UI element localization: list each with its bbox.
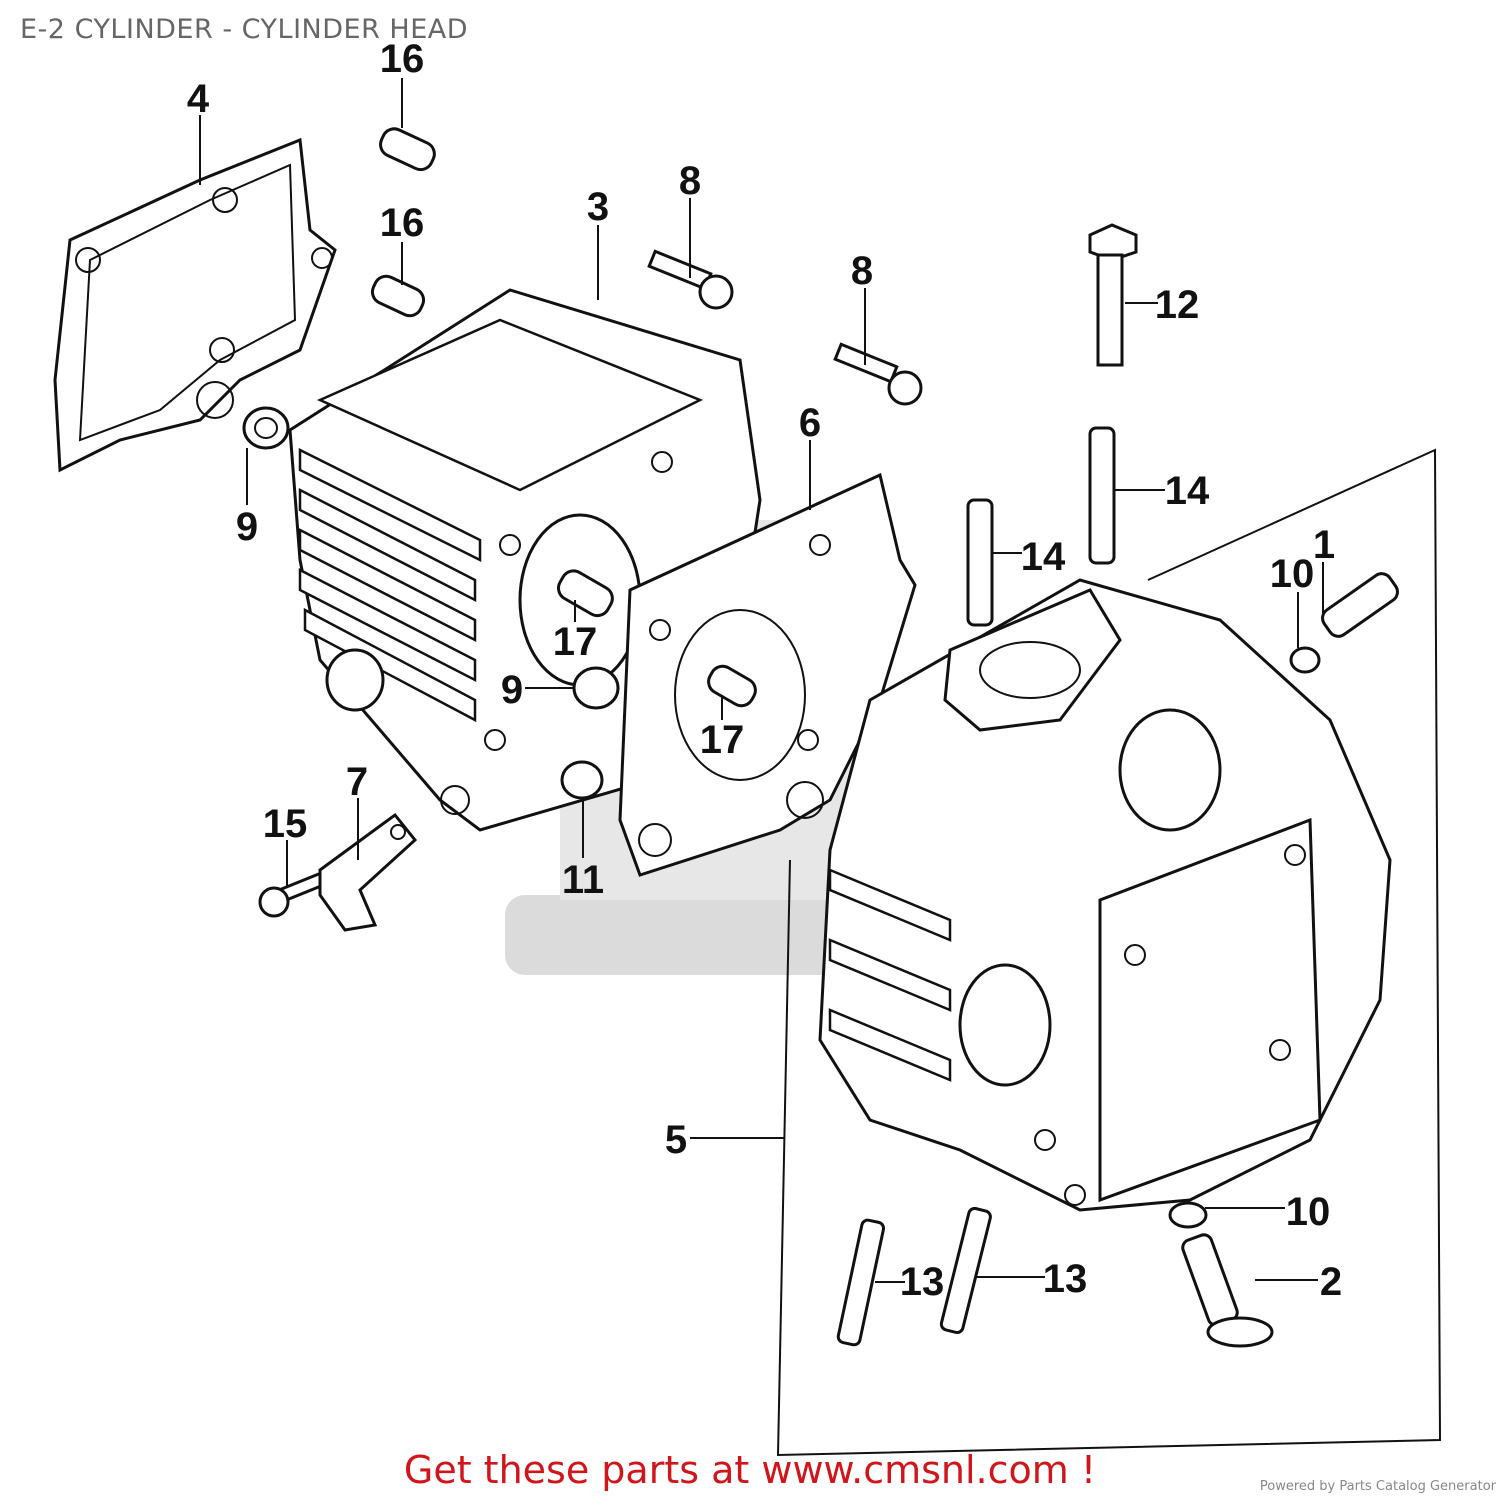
callout-9-left[interactable]: 9: [236, 505, 258, 549]
powered-by-text: Powered by Parts Catalog Generator: [1259, 1479, 1496, 1494]
part-5-group-frame: [776, 448, 1442, 1457]
part-16-dowel-pin-lower[interactable]: [369, 272, 428, 319]
callout-14-right[interactable]: 14: [1165, 469, 1210, 513]
part-14-stud-right[interactable]: [1088, 426, 1116, 565]
part-4-base-gasket[interactable]: [53, 137, 337, 473]
callout-8-upper[interactable]: 8: [679, 159, 701, 203]
callout-3[interactable]: 3: [587, 185, 609, 229]
leader-lines: [199, 78, 1324, 1283]
callout-17-cylinder[interactable]: 17: [553, 620, 598, 664]
callout-13-left[interactable]: 13: [900, 1260, 945, 1304]
part-14-stud-left[interactable]: [966, 498, 994, 627]
callout-16-upper[interactable]: 16: [380, 37, 425, 81]
callout-12[interactable]: 12: [1155, 283, 1200, 327]
part-10-o-ring-lower[interactable]: [1168, 1201, 1208, 1229]
callout-4[interactable]: 4: [187, 77, 210, 121]
callout-17-gasket[interactable]: 17: [700, 718, 745, 762]
part-16-dowel-pin-upper[interactable]: [377, 125, 439, 174]
part-3-cylinder[interactable]: [288, 288, 762, 832]
part-9-o-ring-left[interactable]: [242, 406, 290, 450]
part-8-screw-lower[interactable]: [833, 342, 923, 406]
part-7-clamp[interactable]: [318, 812, 418, 932]
part-6-head-gasket[interactable]: [618, 472, 917, 877]
part-2-bolt[interactable]: [1181, 1233, 1274, 1348]
part-12-bolt[interactable]: [1088, 223, 1138, 367]
callout-10-lower[interactable]: 10: [1286, 1190, 1331, 1234]
part-10-o-ring-upper[interactable]: [1289, 646, 1321, 674]
part-13-stud-right[interactable]: [939, 1206, 992, 1335]
callout-14-left[interactable]: 14: [1021, 535, 1066, 579]
callout-7[interactable]: 7: [346, 760, 368, 804]
diagram-title: E-2 CYLINDER - CYLINDER HEAD: [20, 14, 469, 45]
part-17-dowel-cylinder[interactable]: [554, 567, 617, 620]
part-5-cylinder-head[interactable]: [818, 578, 1392, 1212]
callout-10-upper[interactable]: 10: [1270, 552, 1315, 596]
callout-13-right[interactable]: 13: [1043, 1257, 1088, 1301]
callout-11[interactable]: 11: [562, 858, 604, 902]
callout-labels: 4 16 16 3 8 8 12 6 14 14 10 1 9 17 9 17 …: [187, 37, 1342, 1304]
part-1-bolt[interactable]: [1319, 570, 1402, 640]
callout-2[interactable]: 2: [1320, 1260, 1342, 1304]
callout-1[interactable]: 1: [1313, 523, 1335, 567]
part-11-o-ring[interactable]: [560, 760, 604, 800]
callout-8-lower[interactable]: 8: [851, 249, 873, 293]
part-8-screw-upper[interactable]: [647, 249, 734, 310]
part-13-stud-left[interactable]: [836, 1218, 886, 1347]
part-15-screw[interactable]: [258, 869, 333, 918]
callout-9-center[interactable]: 9: [501, 668, 523, 712]
buy-parts-link[interactable]: Get these parts at www.cmsnl.com !: [403, 1448, 1097, 1492]
callout-15[interactable]: 15: [263, 802, 308, 846]
callout-5[interactable]: 5: [665, 1118, 687, 1162]
part-17-dowel-gasket[interactable]: [704, 662, 760, 710]
callout-6[interactable]: 6: [799, 401, 821, 445]
part-9-o-ring-center[interactable]: [572, 666, 620, 710]
callout-16-lower[interactable]: 16: [380, 201, 425, 245]
